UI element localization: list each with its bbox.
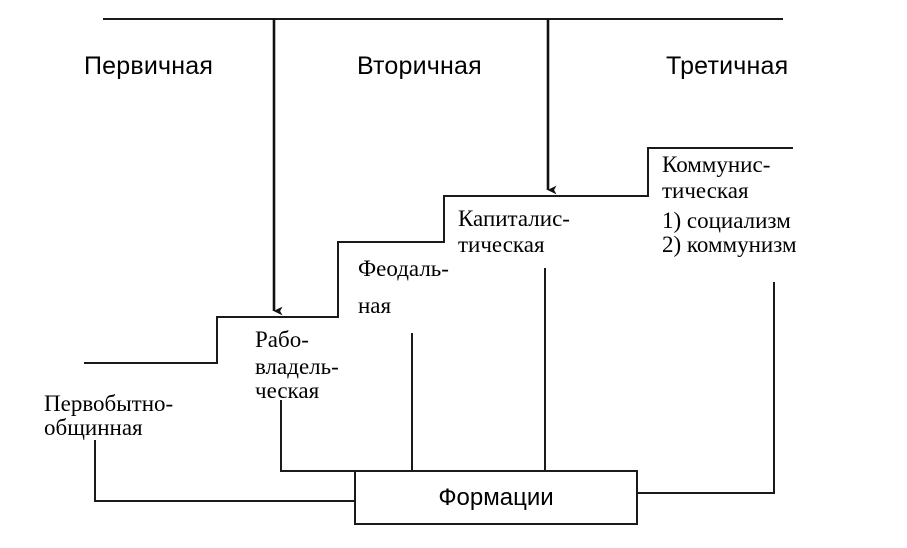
formations-box-label: Формации bbox=[438, 483, 554, 511]
step-label-primitive-communal-line1: Первобытно- bbox=[44, 391, 174, 416]
step-sublabel-communist-communism: 2) коммунизм bbox=[662, 232, 797, 257]
connector-slave-owning bbox=[280, 400, 355, 472]
step-label-slave-owning-line2: владель- bbox=[255, 354, 339, 379]
step-label-feudal-line1: Феодаль- bbox=[358, 256, 449, 281]
sector-heading-secondary: Вторичная bbox=[357, 52, 482, 80]
step-label-primitive-communal-line2: общинная bbox=[44, 415, 143, 440]
step-label-slave-owning-line3: ческая bbox=[255, 378, 320, 403]
connector-communist bbox=[637, 282, 775, 494]
sector-heading-tertiary: Третичная bbox=[666, 52, 789, 80]
step-label-capitalist-line2: тическая bbox=[458, 232, 545, 257]
step-label-feudal-line2: ная bbox=[358, 293, 392, 318]
step-label-communist-line1: Коммунис- bbox=[662, 152, 771, 177]
step-label-communist-line2: тическая bbox=[662, 178, 749, 203]
formations-box bbox=[354, 470, 638, 525]
sector-heading-primary: Первичная bbox=[84, 52, 214, 80]
connector-primitive-communal bbox=[94, 440, 355, 502]
step-sublabel-communist-socialism: 1) социализм bbox=[662, 208, 791, 233]
staircase-path bbox=[84, 147, 793, 364]
step-label-slave-owning-line1: Рабо- bbox=[255, 327, 309, 352]
step-label-capitalist-line1: Капиталис- bbox=[458, 206, 570, 231]
